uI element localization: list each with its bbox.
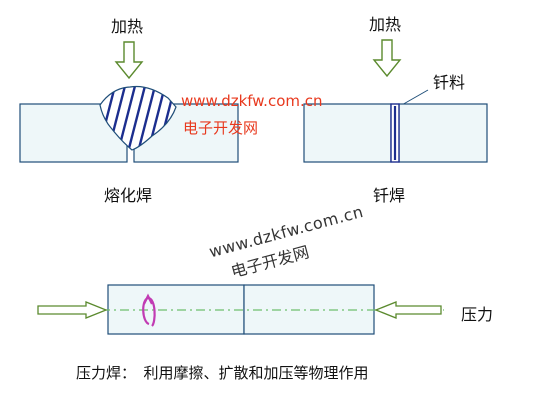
left-force-arrow (37, 301, 108, 319)
rotation-arrow-icon (142, 293, 156, 327)
brazing-section (303, 39, 488, 163)
brazing-right-plate (398, 103, 488, 163)
fusion-heat-label: 加热 (111, 17, 144, 36)
brazing-caption: 钎焊 (373, 186, 406, 205)
pressure-caption: 压力焊： 利用摩擦、扩散和加压等物理作用 (76, 364, 369, 382)
fusion-section (19, 41, 239, 163)
filler-label: 钎料 (433, 73, 466, 92)
filler-pointer-line (399, 89, 429, 107)
fusion-caption: 熔化焊 (104, 186, 153, 205)
pressure-section (37, 284, 444, 335)
fusion-heat-arrow (114, 41, 144, 80)
watermark-url-top: www.dzkfw.com.cn (181, 92, 323, 110)
watermark-name-top: 电子开发网 (183, 119, 259, 137)
brazing-heat-arrow (372, 39, 402, 78)
brazing-heat-label: 加热 (369, 15, 402, 34)
brazing-left-plate (303, 103, 392, 163)
force-label: 压力 (461, 305, 494, 324)
right-force-arrow (374, 301, 442, 319)
